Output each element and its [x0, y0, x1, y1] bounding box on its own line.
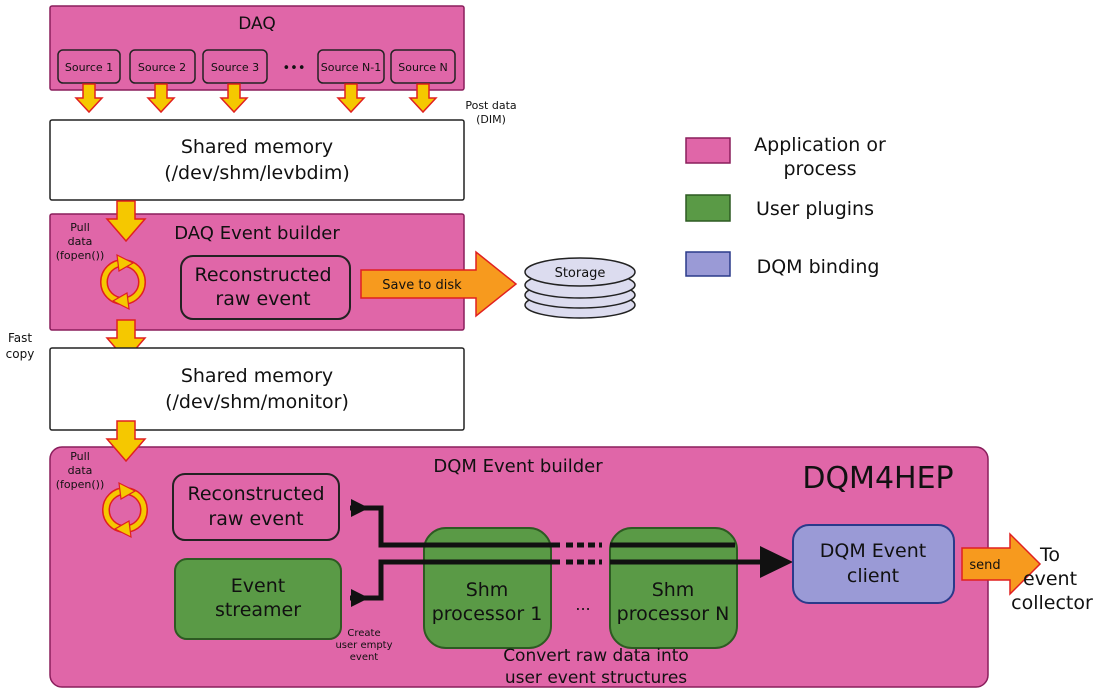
create-label-2: user empty	[335, 640, 392, 651]
create-label-3: event	[350, 652, 379, 663]
source-arrows	[74, 83, 438, 114]
to-collector-2: event	[1023, 568, 1077, 590]
shared-memory-1	[49, 119, 465, 201]
raw-event-arrowhead	[351, 499, 369, 517]
source-label-1: Source 1	[65, 61, 113, 74]
shm-processor-1-label-2: processor 1	[432, 603, 543, 625]
legend-swatch-plugins	[685, 194, 731, 222]
source-arrow-1	[74, 83, 104, 114]
legend: Application or process User plugins DQM …	[685, 134, 886, 278]
legend-label-plugins: User plugins	[756, 198, 874, 220]
client-arrowhead	[760, 546, 793, 578]
dqm-client-label-1: DQM Event	[820, 540, 926, 562]
dqm-raw-label-2: raw event	[208, 508, 303, 530]
post-data-label-2: (DIM)	[476, 113, 506, 126]
pull-label-2c: (fopen())	[56, 478, 105, 491]
daq-raw-label-1: Reconstructed	[195, 264, 332, 286]
convert-label-2: user event structures	[505, 668, 687, 688]
event-streamer-label-1: Event	[231, 575, 285, 597]
daq-sources: Source 1 Source 2 Source 3 ••• Source N-…	[57, 49, 456, 84]
to-collector-3: collector	[1011, 592, 1093, 614]
legend-label-application-1: Application or	[754, 134, 886, 156]
dqm-raw-label-1: Reconstructed	[188, 483, 325, 505]
dqm4hep-brand: DQM4HEP	[802, 461, 953, 496]
pull-label-2b: data	[68, 464, 93, 477]
source-arrow-n	[408, 83, 438, 114]
save-to-disk-arrow	[360, 250, 518, 318]
shared-memory-2-title: Shared memory	[181, 365, 333, 387]
pipeline-lines	[350, 505, 760, 601]
send-arrow	[961, 532, 1042, 596]
shared-memory-2	[49, 347, 465, 431]
source-box-1	[57, 49, 121, 84]
save-to-disk-label: Save to disk	[382, 278, 462, 293]
source-label-3: Source 3	[211, 61, 259, 74]
source-box-n	[390, 49, 456, 84]
refresh-icon-1	[100, 253, 146, 311]
shm-processor-n-label-1: Shm	[652, 579, 695, 601]
pull-label-2a: Pull	[70, 450, 90, 463]
dqm-event-builder-title: DQM Event builder	[433, 456, 603, 477]
pull-label-1a: Pull	[70, 221, 90, 234]
source-box-2	[129, 49, 196, 84]
pull-arrow-1	[105, 200, 147, 243]
legend-swatch-application	[685, 137, 731, 164]
shared-memory-2-path: (/dev/shm/monitor)	[165, 391, 349, 413]
daq-raw-label-2: raw event	[215, 288, 310, 310]
post-data-label-1: Post data	[465, 99, 516, 112]
event-streamer-label-2: streamer	[215, 599, 301, 621]
daq-title: DAQ	[238, 14, 276, 34]
to-collector-1: To	[1039, 544, 1060, 566]
refresh-icon-2	[102, 481, 148, 539]
shared-memory-1-title: Shared memory	[181, 136, 333, 158]
pull-arrow-2	[105, 420, 147, 463]
pull-label-1b: data	[68, 235, 93, 248]
source-label-n: Source N	[398, 61, 448, 74]
legend-swatch-binding	[685, 251, 731, 277]
pull-label-1c: (fopen())	[56, 249, 105, 262]
source-arrow-3	[219, 83, 249, 114]
fast-copy-label-2: copy	[6, 347, 35, 361]
daq-reconstructed-raw-event	[180, 255, 351, 320]
streamer-arrowhead	[351, 589, 369, 607]
source-label-2: Source 2	[138, 61, 186, 74]
shm-processor-n	[609, 527, 738, 649]
source-box-n-1	[317, 49, 385, 84]
storage-icon	[524, 257, 636, 319]
source-box-3	[202, 49, 268, 84]
legend-label-application-2: process	[783, 158, 856, 180]
shm-processor-1-label-1: Shm	[466, 579, 509, 601]
processor-ellipsis: ...	[575, 595, 590, 614]
dqm-reconstructed-raw-event	[172, 473, 340, 541]
source-label-n-1: Source N-1	[321, 61, 381, 74]
source-arrow-2	[146, 83, 176, 114]
shm-processor-1	[423, 527, 552, 649]
fast-copy-label-1: Fast	[8, 331, 32, 345]
dqm-event-client	[792, 524, 955, 604]
shm-processor-n-label-2: processor N	[617, 603, 730, 625]
sources-ellipsis: •••	[282, 61, 305, 76]
event-streamer	[174, 558, 342, 640]
storage-label: Storage	[555, 266, 606, 281]
daq-event-builder-title: DAQ Event builder	[174, 223, 340, 244]
create-label-1: Create	[347, 628, 380, 639]
convert-label-1: Convert raw data into	[503, 646, 689, 666]
source-arrow-n-1	[336, 83, 366, 114]
legend-label-binding: DQM binding	[757, 256, 880, 278]
send-label: send	[969, 558, 1000, 573]
dqm-client-label-2: client	[847, 565, 899, 587]
shared-memory-1-path: (/dev/shm/levbdim)	[164, 162, 350, 184]
